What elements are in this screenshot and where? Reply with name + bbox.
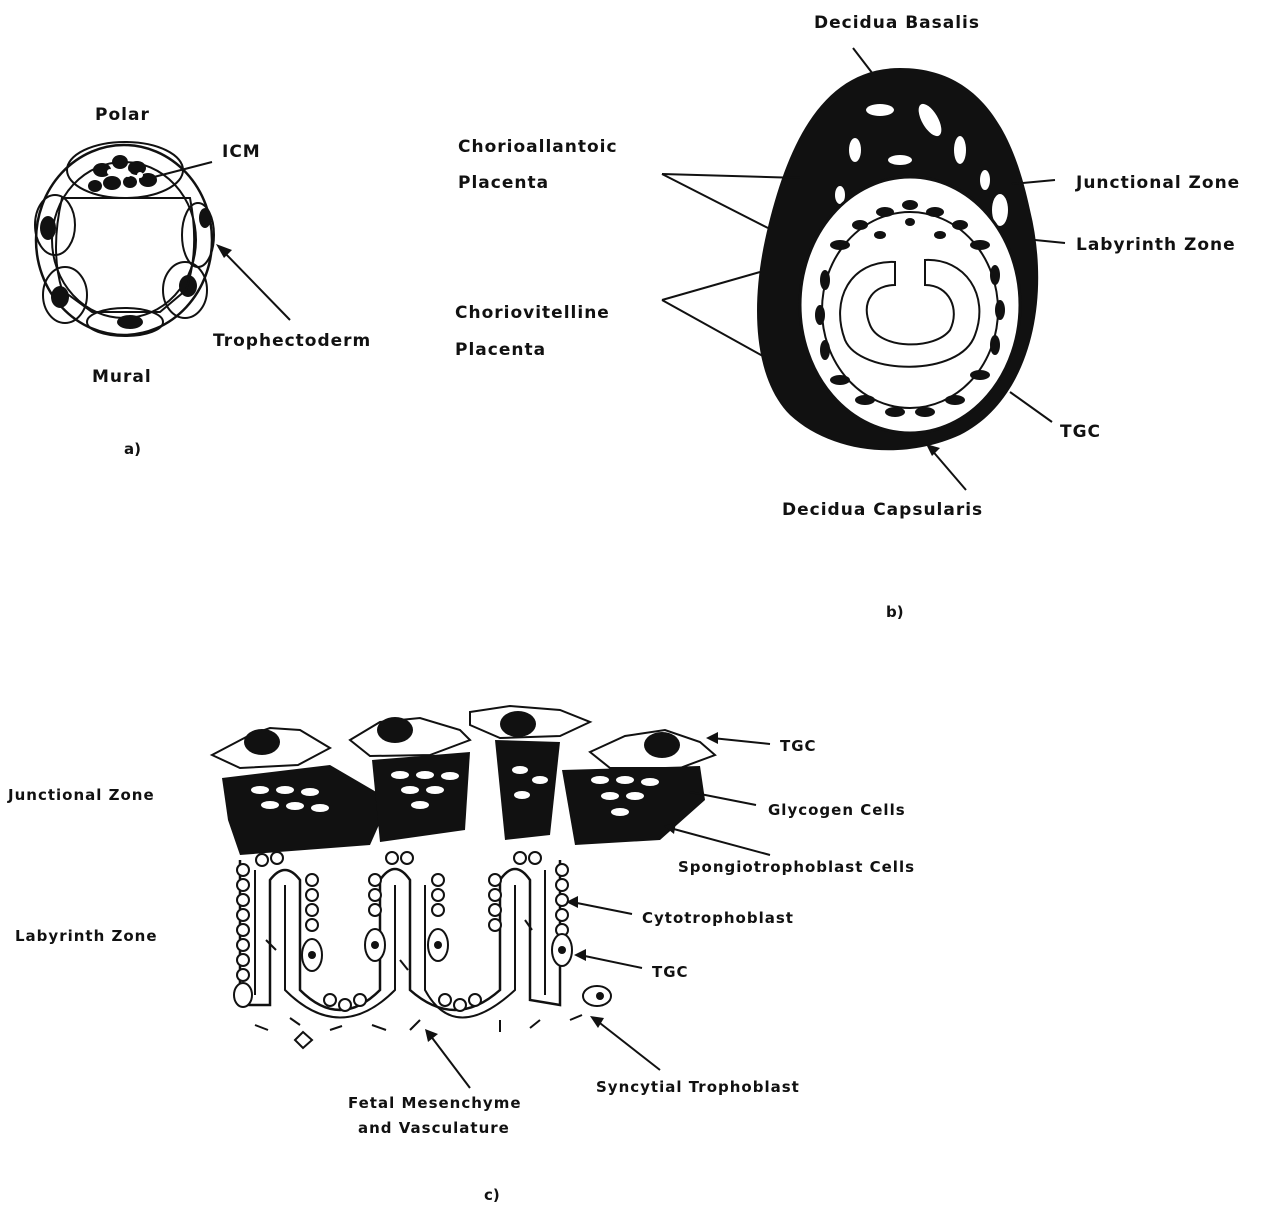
label-decidua-capsularis: Decidua Capsularis xyxy=(782,500,983,520)
cytotrophoblast-arrow xyxy=(572,902,632,914)
syncytial-arrowhead xyxy=(590,1016,604,1028)
label-junctional-zone: Junctional Zone xyxy=(1075,173,1240,193)
fetal-arrow xyxy=(430,1035,470,1088)
label-polar: Polar xyxy=(95,105,150,125)
label-choriovitelline-placenta: Placenta xyxy=(455,340,546,360)
tgc-pointer xyxy=(1010,392,1052,422)
label-c-spongiotrophoblast: Spongiotrophoblast Cells xyxy=(678,858,915,876)
label-trophectoderm: Trophectoderm xyxy=(213,331,371,351)
label-mural: Mural xyxy=(92,367,152,387)
label-c-junctional-zone: Junctional Zone xyxy=(7,786,155,804)
panel-b-placenta: Decidua Basalis Chorioallantoic Placenta… xyxy=(455,13,1240,621)
panel-c-layers: Junctional Zone Labyrinth Zone TGC Glyco… xyxy=(7,706,915,1204)
blastocyst-drawing xyxy=(35,142,214,336)
panel-a-blastocyst: Polar ICM Trophectoderm Mural a) xyxy=(35,105,371,458)
tgc-mid-arrowhead xyxy=(574,949,586,961)
label-c-vasculature: and Vasculature xyxy=(358,1119,510,1137)
placenta-drawing xyxy=(757,68,1038,450)
decidua-capsularis-pointer xyxy=(930,448,966,490)
label-tgc: TGC xyxy=(1060,422,1101,442)
fetal-arrowhead xyxy=(425,1029,438,1042)
label-c-cytotrophoblast: Cytotrophoblast xyxy=(642,909,794,927)
label-c-fetal-mesenchyme: Fetal Mesenchyme xyxy=(348,1094,522,1112)
labyrinth-zone-pointer xyxy=(1035,240,1065,243)
trophectoderm-arrowhead xyxy=(216,244,232,258)
layers-drawing xyxy=(212,706,715,1048)
decidua-capsularis-arrowhead xyxy=(926,444,940,456)
caption-c: c) xyxy=(484,1186,500,1204)
label-chorioallantoic: Chorioallantoic xyxy=(458,137,618,157)
tgc-top-arrow xyxy=(712,738,770,744)
label-c-tgc-mid: TGC xyxy=(652,963,689,981)
label-labyrinth-zone: Labyrinth Zone xyxy=(1076,235,1236,255)
label-c-syncytial: Syncytial Trophoblast xyxy=(596,1078,800,1096)
tgc-mid-arrow xyxy=(580,955,642,968)
label-c-tgc-top: TGC xyxy=(780,737,817,755)
choriovitelline-line-1 xyxy=(662,272,760,300)
tgc-top-arrowhead xyxy=(706,732,718,744)
chorioallantoic-line-2 xyxy=(662,174,768,228)
label-c-labyrinth-zone: Labyrinth Zone xyxy=(15,927,158,945)
spongio-arrow xyxy=(670,828,770,855)
trophectoderm-arrow xyxy=(222,250,290,320)
choriovitelline-line-2 xyxy=(662,300,770,360)
decidua-basalis-pointer xyxy=(853,48,876,78)
syncytial-arrow xyxy=(596,1020,660,1070)
caption-b: b) xyxy=(886,603,904,621)
label-chorioallantoic-placenta: Placenta xyxy=(458,173,549,193)
label-c-glycogen-cells: Glycogen Cells xyxy=(768,801,906,819)
caption-a: a) xyxy=(124,440,141,458)
label-decidua-basalis: Decidua Basalis xyxy=(814,13,980,33)
label-icm: ICM xyxy=(222,142,261,162)
label-choriovitelline: Choriovitelline xyxy=(455,303,610,323)
chorioallantoic-line-1 xyxy=(662,174,800,178)
